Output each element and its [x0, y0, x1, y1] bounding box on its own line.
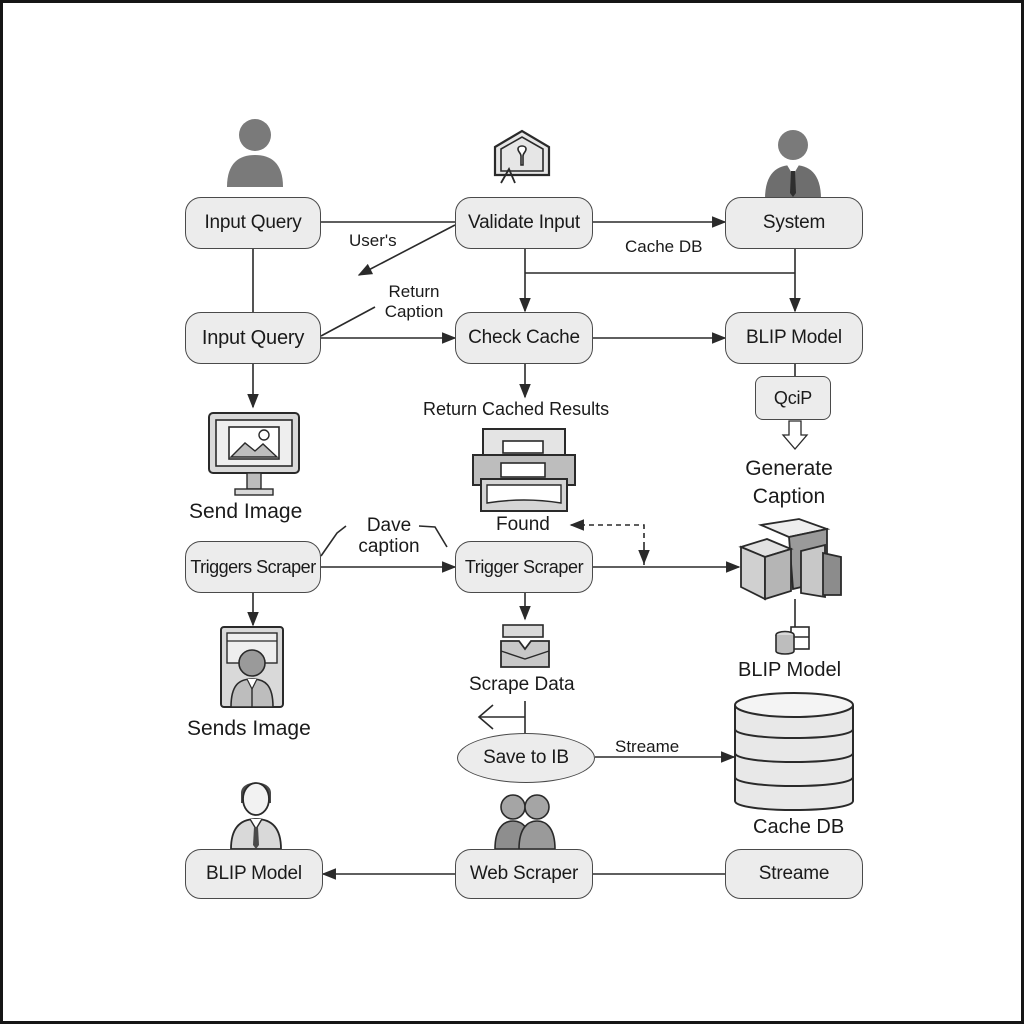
- house-shield-icon: [493, 129, 551, 184]
- edge-dave-to-trigger: [418, 525, 448, 548]
- triggers-scraper-node[interactable]: Triggers Scraper: [185, 541, 321, 593]
- web-scraper-node[interactable]: Web Scraper: [455, 849, 593, 899]
- open-arrow: [477, 704, 525, 730]
- dave-caption-label: Dave caption: [347, 515, 431, 557]
- edge-inputquery-to-return-caption: [320, 306, 376, 337]
- blip-model-node-2[interactable]: BLIP Model: [185, 849, 323, 899]
- users-label: User's: [349, 231, 397, 250]
- dave-caption-line2: caption: [358, 536, 420, 557]
- send-image-label: Send Image: [189, 500, 303, 523]
- folder-icon: [500, 624, 550, 668]
- scrape-data-label: Scrape Data: [469, 674, 575, 695]
- generate-caption-label: Generate Caption: [733, 455, 845, 511]
- cache-db-bottom-label: Cache DB: [753, 816, 845, 838]
- dave-caption-line1: Dave: [366, 515, 412, 536]
- validate-input-node[interactable]: Validate Input: [455, 197, 593, 249]
- return-caption-label: Return Caption: [377, 282, 451, 322]
- user-monitor-icon: [220, 626, 284, 708]
- businessman-icon: [765, 130, 821, 199]
- two-people-icon: [494, 794, 556, 849]
- connector-layer: [247, 216, 809, 880]
- person-with-tie-icon: [230, 782, 282, 849]
- small-database-icon: [775, 626, 810, 655]
- streame-edge-label: Streame: [615, 737, 680, 756]
- trigger-scraper-node[interactable]: Trigger Scraper: [455, 541, 593, 593]
- generate-caption-line1: Generate: [745, 457, 833, 480]
- input-query-node-2[interactable]: Input Query: [185, 312, 321, 364]
- cache-db-label: Cache DB: [625, 237, 703, 256]
- edge-validate-to-users: [357, 224, 456, 276]
- check-cache-node[interactable]: Check Cache: [455, 312, 593, 364]
- streame-node[interactable]: Streame: [725, 849, 863, 899]
- boxes-icon: [738, 518, 842, 601]
- return-caption-line1: Return: [388, 282, 440, 301]
- database-icon: [734, 692, 854, 811]
- printer-icon: [472, 428, 576, 512]
- blip-model-node[interactable]: BLIP Model: [725, 312, 863, 364]
- save-to-ib-node[interactable]: Save to IB: [457, 733, 595, 783]
- input-query-node[interactable]: Input Query: [185, 197, 321, 249]
- found-label: Found: [496, 514, 550, 535]
- blip-model-label: BLIP Model: [738, 659, 842, 681]
- monitor-image-icon: [208, 412, 300, 496]
- edge-triggers-to-dave: [320, 525, 347, 557]
- sends-image-label: Sends Image: [187, 717, 311, 740]
- system-node[interactable]: System: [725, 197, 863, 249]
- person-icon: [227, 119, 283, 187]
- qcip-node[interactable]: QciP: [755, 376, 831, 420]
- return-caption-line2: Caption: [384, 302, 444, 321]
- return-cached-results-label: Return Cached Results: [423, 399, 610, 419]
- generate-caption-line2: Caption: [752, 485, 826, 508]
